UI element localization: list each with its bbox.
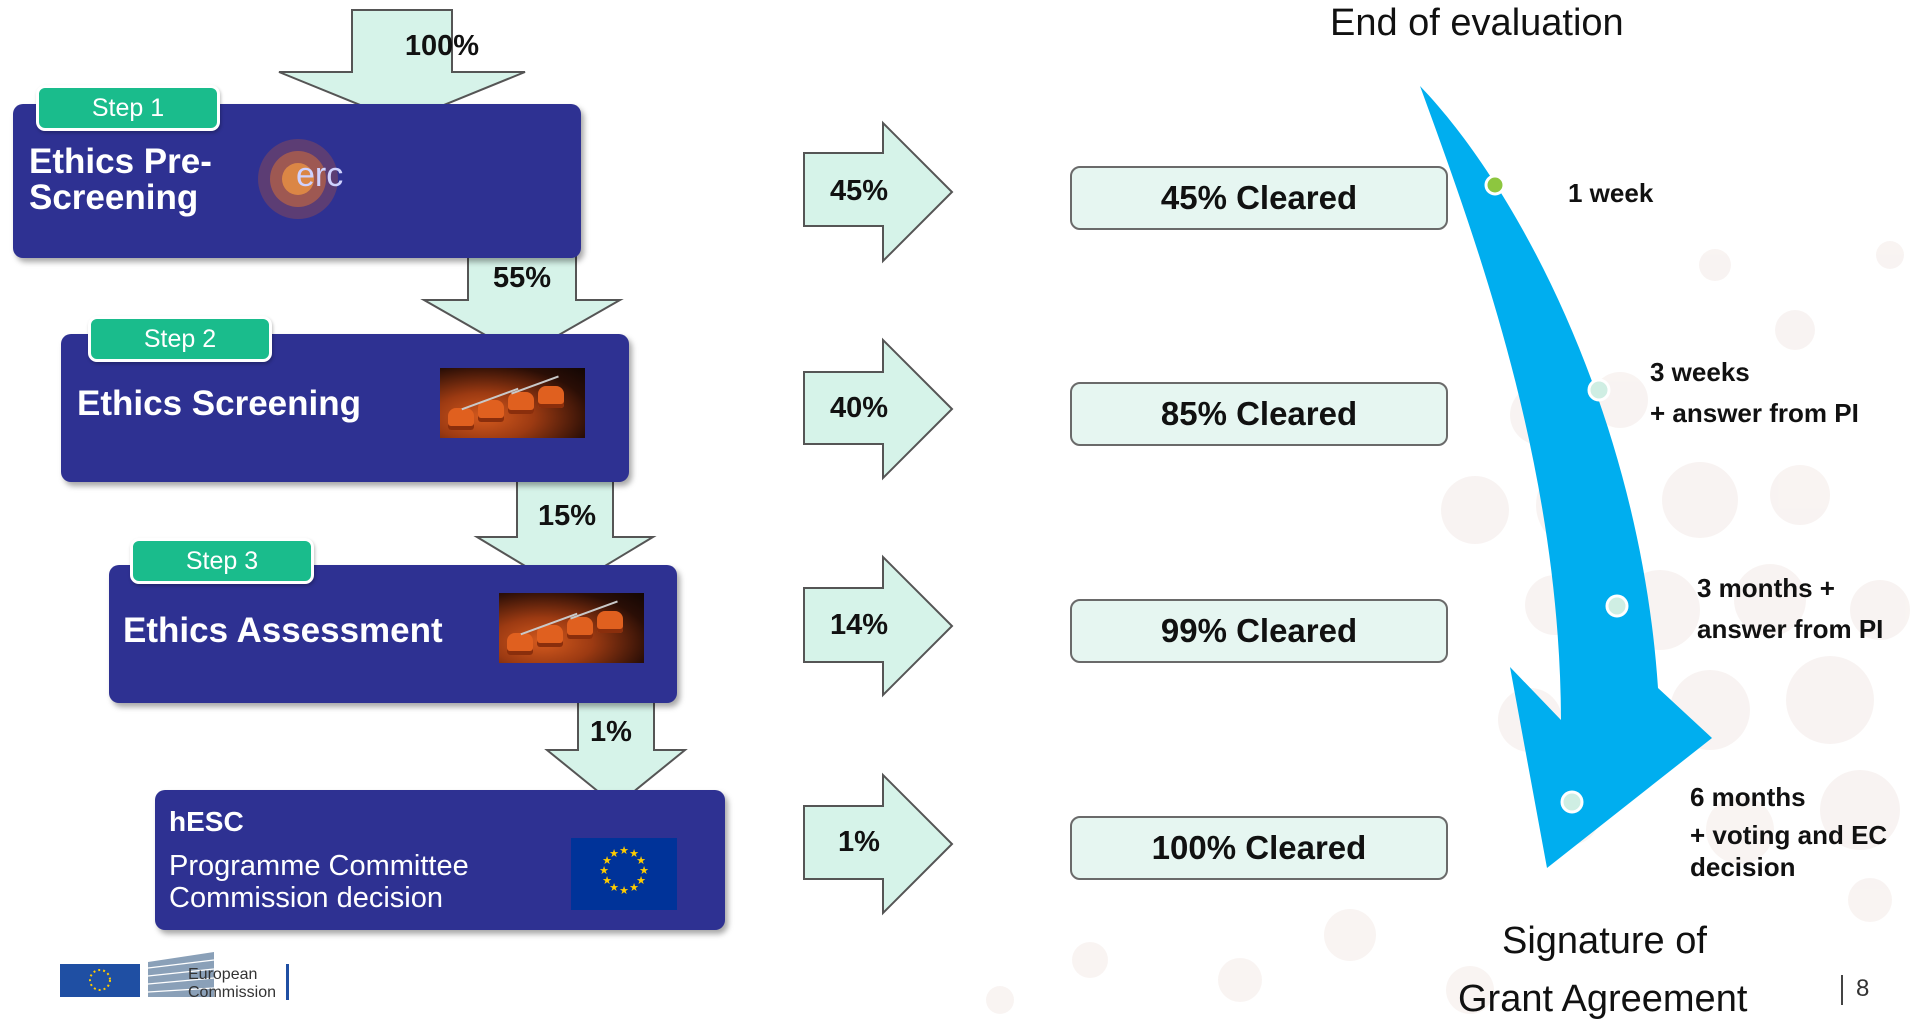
hesc-title: hESC (169, 806, 244, 837)
cleared-box-2: 85% Cleared (1070, 382, 1448, 446)
eu-stars-icon: ★★★ ★★★ ★★★ ★★★ (599, 844, 649, 897)
svg-text:★: ★ (629, 881, 639, 894)
hesc-line-2: Commission decision (169, 882, 443, 914)
hesc-box: hESC Programme Committee Commission deci… (155, 790, 725, 930)
down-arrow-4-label: 1% (590, 716, 632, 748)
right-arrow-2-label: 40% (829, 392, 889, 424)
cleared-box-3: 99% Cleared (1070, 599, 1448, 663)
brand-line-1: European (188, 966, 258, 983)
page-number-divider (1841, 975, 1843, 1005)
erc-logo-text: erc (296, 156, 344, 194)
svg-text:★: ★ (599, 864, 609, 877)
step-2-title: Ethics Screening (77, 384, 361, 423)
right-arrow-4 (803, 772, 954, 916)
eu-flag-small (60, 964, 140, 997)
right-arrow-1-label: 45% (829, 175, 889, 207)
berlaymont-icon (147, 952, 215, 997)
svg-text:★: ★ (619, 844, 629, 857)
milestone-3-line-1: 3 months + (1697, 573, 1835, 603)
svg-text:★: ★ (636, 874, 646, 887)
brand-line-2: Commission (188, 984, 277, 1001)
svg-text:★: ★ (609, 847, 619, 860)
page-number: 8 (1856, 975, 1870, 1002)
milestone-4-line-2: + voting and EC (1690, 820, 1888, 850)
right-arrow-3 (803, 554, 954, 698)
timeline-start-label: End of evaluation (1330, 2, 1624, 44)
svg-text:★: ★ (609, 881, 619, 894)
milestone-1: 1 week (1568, 177, 1653, 209)
milestone-1-line-1: 1 week (1568, 178, 1654, 208)
svg-text:★: ★ (602, 854, 612, 867)
milestone-4-line-3: decision (1690, 852, 1796, 882)
step-3-tag: Step 3 (130, 538, 314, 584)
svg-text:★: ★ (602, 874, 612, 887)
erc-logo: erc (258, 134, 368, 224)
european-commission-logo: European Commission (60, 948, 300, 1003)
milestone-3-line-2: answer from PI (1697, 614, 1884, 644)
step-1-tag: Step 1 (36, 85, 220, 131)
milestone-4: 6 months + voting and EC decision (1690, 778, 1887, 880)
step-2-tag: Step 2 (88, 316, 272, 362)
right-arrow-1 (803, 120, 954, 264)
step-3-title: Ethics Assessment (123, 611, 443, 650)
milestone-2: 3 weeks + answer from PI (1650, 352, 1859, 434)
hesc-line-1: Programme Committee (169, 850, 469, 882)
timeline-dot-4 (1560, 790, 1584, 814)
timeline-dot-1 (1484, 174, 1506, 196)
step-3-box: Ethics Assessment (109, 565, 677, 703)
step-1-title: Ethics Pre- Screening (29, 142, 212, 217)
svg-text:★: ★ (639, 864, 649, 877)
milestone-4-line-1: 6 months (1690, 782, 1806, 812)
timeline-end-label-line-1: Signature of (1502, 920, 1707, 962)
eu-flag: ★★★ ★★★ ★★★ ★★★ (571, 838, 677, 910)
svg-text:★: ★ (619, 884, 629, 897)
down-arrow-3-label: 15% (537, 500, 597, 532)
milestone-2-line-1: 3 weeks (1650, 357, 1750, 387)
meeting-room-photo (499, 593, 644, 663)
cleared-box-4: 100% Cleared (1070, 816, 1448, 880)
timeline-dot-2 (1587, 378, 1611, 402)
milestone-2-line-2: + answer from PI (1650, 398, 1859, 428)
right-arrow-4-label: 1% (838, 826, 880, 858)
cleared-box-1: 45% Cleared (1070, 166, 1448, 230)
svg-text:★: ★ (629, 847, 639, 860)
brand-divider (286, 964, 289, 1000)
timeline-end-label-line-2: Grant Agreement (1458, 978, 1748, 1020)
down-arrow-2-label: 55% (492, 262, 552, 294)
timeline-curved-arrow (1420, 86, 1712, 868)
down-arrow-1 (278, 9, 526, 124)
down-arrow-1-label: 100% (404, 30, 480, 62)
timeline-dot-3 (1605, 594, 1629, 618)
meeting-room-photo (440, 368, 585, 438)
svg-text:★: ★ (636, 854, 646, 867)
right-arrow-2 (803, 337, 954, 481)
eu-stars-small-icon (89, 969, 111, 991)
milestone-3: 3 months + answer from PI (1697, 568, 1883, 650)
right-arrow-3-label: 14% (829, 609, 889, 641)
